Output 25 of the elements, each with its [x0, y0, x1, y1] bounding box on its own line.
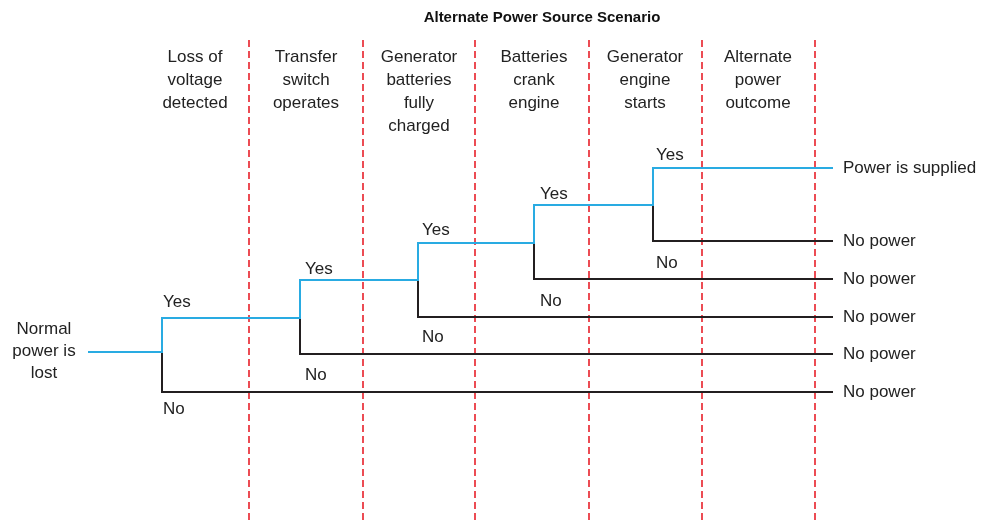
column-heading: Generator batteries fully charged	[379, 46, 459, 137]
column-heading: Generator engine starts	[605, 46, 685, 114]
outcome-label: Power is supplied	[843, 157, 999, 179]
initiating-event: Normal power is lost	[6, 318, 82, 384]
branch-label: Yes	[540, 183, 568, 205]
branch-label: Yes	[422, 219, 450, 241]
branch-label: No	[305, 364, 327, 386]
branch-line	[87, 167, 834, 353]
branch-label: Yes	[305, 258, 333, 280]
outcome-label: No power	[843, 306, 933, 328]
branch-label: No	[163, 398, 185, 420]
outcome-label: No power	[843, 381, 933, 403]
column-heading: Transfer switch operates	[271, 46, 341, 114]
branch-label: Yes	[163, 291, 191, 313]
outcome-label: No power	[843, 230, 933, 252]
column-heading: Batteries crank engine	[499, 46, 569, 114]
branch-label: Yes	[656, 144, 684, 166]
branch-label: No	[656, 252, 678, 274]
column-heading: Alternate power outcome	[722, 46, 793, 114]
branch-label: No	[422, 326, 444, 348]
diagram-title: Alternate Power Source Scenario	[422, 8, 662, 25]
column-heading: Loss of voltage detected	[161, 46, 229, 114]
outcome-label: No power	[843, 268, 933, 290]
outcome-label: No power	[843, 343, 933, 365]
branch-label: No	[540, 290, 562, 312]
